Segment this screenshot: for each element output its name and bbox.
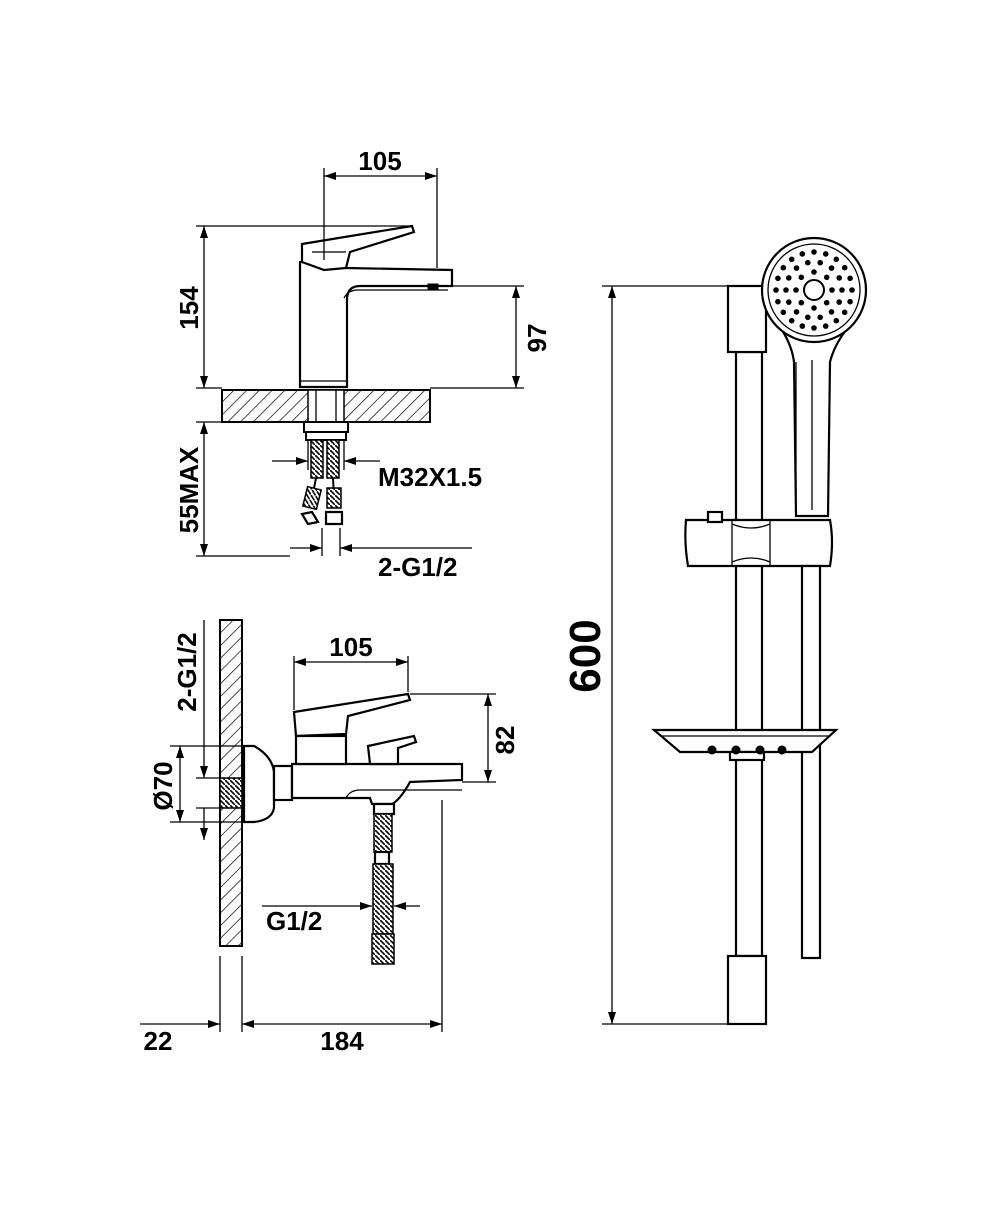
nozzle-dot (773, 287, 779, 293)
nozzle-dot (798, 274, 805, 281)
nozzle-dot (833, 256, 840, 263)
nozzle-dot (799, 251, 806, 257)
nozzle-dot (847, 298, 853, 305)
nozzle-dot (788, 256, 795, 263)
nozzle-dot (780, 264, 787, 271)
nozzle-dot (805, 314, 811, 321)
basin-height-label: 154 (174, 286, 204, 330)
bath-wall-label: 22 (144, 1026, 173, 1056)
bath-height-label: 82 (490, 726, 520, 755)
nozzle-dot (786, 275, 792, 281)
shower-rail-view: 600 (561, 236, 868, 1026)
rail-height-label: 600 (561, 619, 610, 692)
nozzle-dot (786, 299, 792, 305)
nozzle-dot (780, 309, 787, 316)
nozzle-dot (793, 265, 800, 271)
nozzle-dot (847, 275, 853, 282)
bath-projection-label: 184 (320, 1026, 364, 1056)
basin-spout-height-label: 97 (522, 324, 552, 353)
nozzle-dot (823, 274, 830, 281)
bath-width-label: 105 (329, 632, 372, 662)
basin-width-label: 105 (358, 146, 401, 176)
basin-mount-depth-label: 55MAX (174, 446, 204, 533)
nozzle-dot (775, 298, 781, 305)
nozzle-dot (793, 309, 800, 315)
basin-mixer-view: 105 154 97 55MAX M32X1.5 2-G1/2 (174, 146, 552, 582)
nozzle-dot (822, 323, 829, 329)
nozzle-dot (793, 287, 799, 293)
nozzle-dot (822, 251, 829, 257)
nozzle-dot (805, 259, 811, 266)
nozzle-dot (817, 314, 823, 321)
nozzle-dot (841, 264, 848, 271)
nozzle-dot (811, 269, 817, 275)
nozzle-dot (799, 323, 806, 329)
nozzle-dot (823, 299, 830, 306)
nozzle-dot (811, 305, 817, 311)
nozzle-dot (829, 287, 835, 293)
bath-diameter-label: Ø70 (148, 761, 178, 810)
nozzle-dot (841, 309, 848, 316)
nozzle-dot (833, 317, 840, 324)
nozzle-dot (836, 299, 842, 305)
nozzle-dot (849, 287, 855, 293)
basin-connection-label: 2-G1/2 (378, 552, 458, 582)
nozzle-dot (836, 275, 842, 281)
bath-mixer-view: 105 82 2-G1/2 Ø70 G1/2 22 184 (140, 619, 520, 1056)
basin-thread-label: M32X1.5 (378, 462, 482, 492)
nozzle-dot (811, 249, 817, 255)
bath-connection-label: 2-G1/2 (172, 632, 202, 712)
nozzle-dot (798, 299, 805, 306)
nozzle-dot (839, 287, 845, 293)
nozzle-dot (817, 259, 823, 266)
bath-hose-thread-label: G1/2 (266, 906, 322, 936)
nozzle-dot (775, 275, 781, 282)
nozzle-dot (811, 325, 817, 331)
nozzle-dot (828, 265, 835, 271)
nozzle-dot (788, 317, 795, 324)
shower-nozzles (773, 249, 855, 331)
nozzle-dot (783, 287, 789, 293)
nozzle-dot (828, 309, 835, 315)
